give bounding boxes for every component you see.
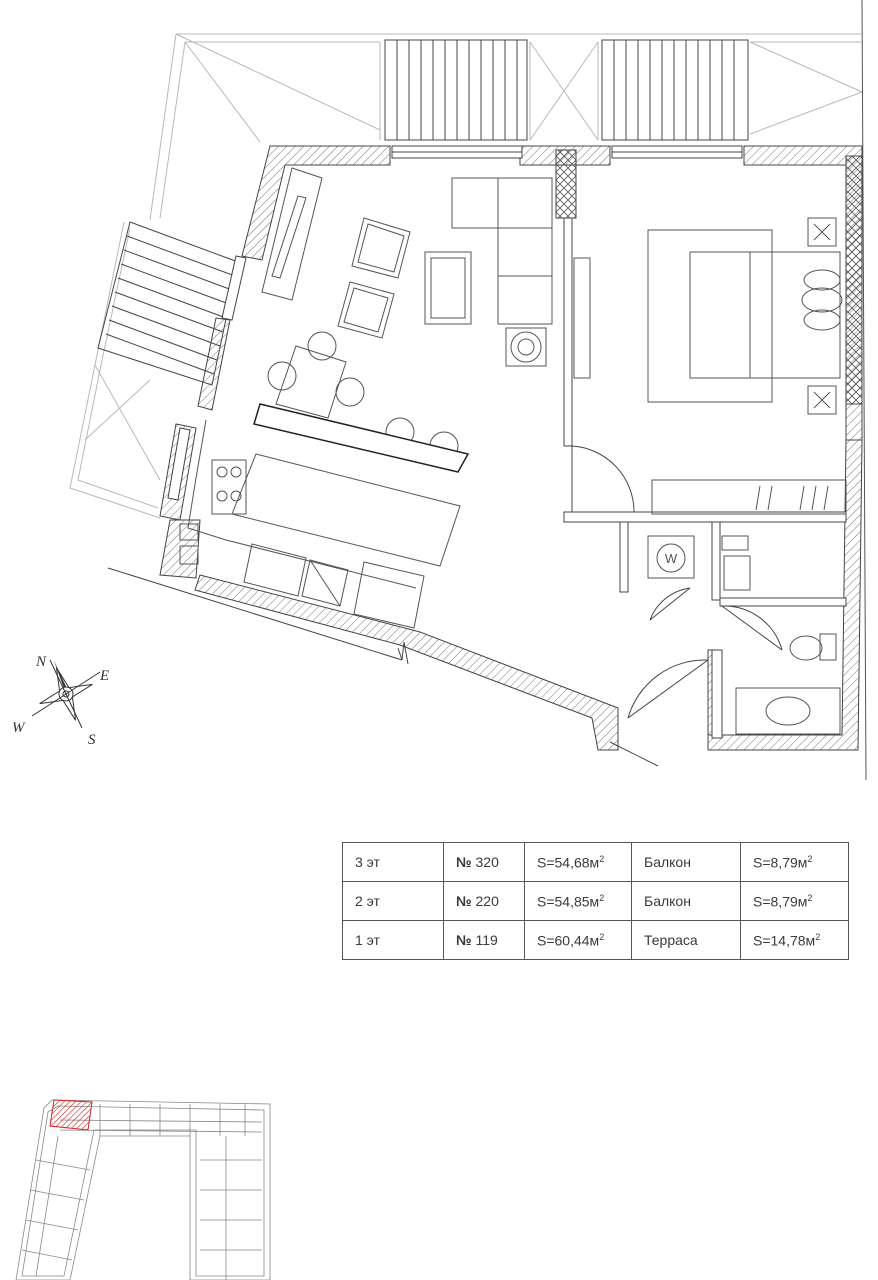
square-exponent: 2 <box>807 853 813 864</box>
square-exponent: 2 <box>599 892 605 903</box>
outdoor-area-cell: S=8,79м2 <box>740 881 849 921</box>
exterior-walls <box>159 145 863 751</box>
outdoor-type-cell: Терраса <box>631 920 741 960</box>
kitchen <box>179 403 470 629</box>
building-keyplan <box>15 1099 271 1280</box>
number-sign: № <box>456 932 472 948</box>
square-exponent: 2 <box>815 931 821 942</box>
unit-specs-table: 3 эт № 320 S=54,68м2 Балкон S=8,79м2 2 э… <box>342 842 849 960</box>
vent-shaft-1 <box>555 149 577 219</box>
outdoor-type-cell: Балкон <box>631 881 741 921</box>
floor-cell: 3 эт <box>342 842 444 882</box>
unit-number-cell: № 119 <box>443 920 525 960</box>
outdoor-area-value: S=8,79м <box>753 893 808 910</box>
area-value: S=54,68м <box>537 854 600 871</box>
square-exponent: 2 <box>599 931 605 942</box>
balcony-2 <box>601 39 749 141</box>
compass-e: E <box>99 668 109 684</box>
bedroom-furniture <box>573 217 847 515</box>
outdoor-area-value: S=14,78м <box>753 932 816 949</box>
outdoor-area-cell: S=14,78м2 <box>740 920 849 960</box>
number-sign: № <box>456 854 472 870</box>
floor-cell: 1 эт <box>342 920 444 960</box>
compass-n: N <box>35 654 47 670</box>
unit-number: 320 <box>475 854 499 870</box>
square-exponent: 2 <box>599 853 605 864</box>
table-row: 3 эт № 320 S=54,68м2 Балкон S=8,79м2 <box>342 842 849 882</box>
area-value: S=54,85м <box>537 893 600 910</box>
unit-number: 119 <box>475 932 498 948</box>
area-cell: S=54,68м2 <box>524 842 632 882</box>
vent-shaft-2 <box>845 155 863 405</box>
number-sign: № <box>456 893 472 909</box>
balcony-3 <box>97 221 239 386</box>
compass-rose <box>31 659 101 729</box>
outdoor-type-cell: Балкон <box>631 842 741 882</box>
doors <box>571 445 783 719</box>
bathroom-fixtures: W <box>647 535 841 735</box>
unit-number: 220 <box>475 893 499 909</box>
compass-w: W <box>12 720 26 736</box>
unit-number-cell: № 220 <box>443 881 525 921</box>
area-cell: S=54,85м2 <box>524 881 632 921</box>
table-row: 2 эт № 220 S=54,85м2 Балкон S=8,79м2 <box>342 881 849 921</box>
outdoor-area-cell: S=8,79м2 <box>740 842 849 882</box>
ground-lines <box>107 567 659 767</box>
balcony-1 <box>384 39 528 141</box>
outdoor-area-value: S=8,79м <box>753 854 808 871</box>
area-cell: S=60,44м2 <box>524 920 632 960</box>
washer-label: W <box>665 551 678 566</box>
terrace-outline <box>69 33 863 519</box>
area-value: S=60,44м <box>537 932 600 949</box>
interior-walls <box>563 217 847 739</box>
living-furniture <box>261 167 553 461</box>
compass-s: S <box>88 732 96 748</box>
table-row: 1 эт № 119 S=60,44м2 Терраса S=14,78м2 <box>342 920 849 960</box>
square-exponent: 2 <box>807 892 813 903</box>
unit-number-cell: № 320 <box>443 842 525 882</box>
floor-cell: 2 эт <box>342 881 444 921</box>
windows <box>167 145 743 501</box>
